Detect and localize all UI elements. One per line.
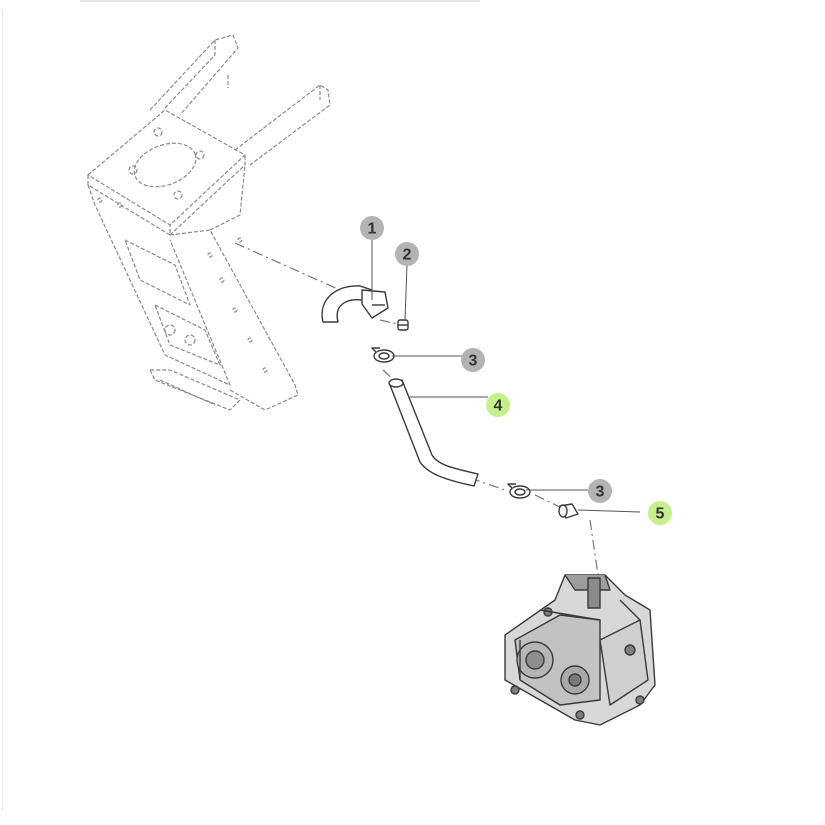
- part-connector: [558, 503, 579, 519]
- callout-label: 2: [403, 247, 412, 264]
- part-elbow-fitting: [321, 285, 389, 323]
- callout-c2: 2: [395, 242, 419, 266]
- mounting-bracket: [87, 34, 331, 411]
- transmission-housing: [504, 574, 656, 726]
- callout-c5: 5: [648, 501, 672, 525]
- callout-bubble: [588, 479, 612, 503]
- callout-c4: 4: [486, 393, 510, 417]
- callout-bubble: [395, 242, 419, 266]
- frame-left-edge: [2, 10, 3, 810]
- callout-c3b: 3: [588, 479, 612, 503]
- callout-bubble: [648, 501, 672, 525]
- part-clamp-lower: [507, 483, 531, 499]
- part-bolt: [397, 319, 409, 331]
- callout-label: 1: [368, 221, 377, 238]
- callout-label: 3: [596, 484, 605, 501]
- leader-lines: [371, 237, 641, 513]
- callout-label: 3: [469, 353, 478, 370]
- callout-label: 5: [656, 506, 665, 523]
- callout-label: 4: [494, 398, 503, 415]
- assembly-centerlines: [234, 242, 599, 576]
- callout-bubble: [360, 216, 384, 240]
- callout-bubble: [461, 348, 485, 372]
- callout-c3a: 3: [461, 348, 485, 372]
- callout-c1: 1: [360, 216, 384, 240]
- part-hose: [388, 378, 479, 487]
- frame-top-edge: [80, 0, 480, 2]
- part-clamp-upper: [371, 347, 395, 363]
- callout-bubble: [486, 393, 510, 417]
